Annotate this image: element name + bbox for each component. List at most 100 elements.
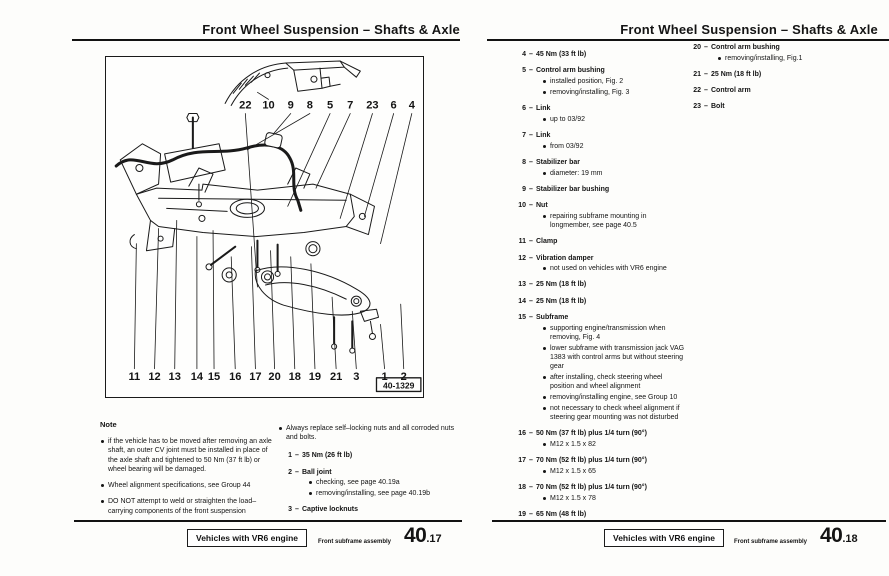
leader-line <box>250 246 256 370</box>
item-body: Stabilizer bar bushing <box>536 185 688 194</box>
leader-line <box>230 256 236 370</box>
page-number-right: 40 .18 <box>820 524 858 548</box>
callout-number: 21 <box>330 371 342 383</box>
item-label: Nut <box>536 202 548 210</box>
bullet-text: supporting engine/transmission when remo… <box>550 324 666 341</box>
item-label: 25 Nm (18 ft lb) <box>536 297 587 305</box>
bullet-dot <box>543 469 546 473</box>
item-dash: – <box>704 44 708 51</box>
note-bullet: DO NOT attempt to weld or straighten the… <box>100 497 278 516</box>
item-number: 12 <box>518 254 526 262</box>
item-bullet: lower subframe with transmission jack VA… <box>542 344 688 372</box>
bullet-dot <box>309 492 312 496</box>
item-label: 50 Nm (37 ft lb) plus 1/4 turn (90°) <box>536 430 647 438</box>
bullet-dot <box>543 326 546 330</box>
footer-caption-left: Front subframe assembly <box>318 539 392 545</box>
callout-number: 15 <box>208 371 220 383</box>
bullet-text: M12 x 1.5 x 78 <box>550 494 596 502</box>
note-section: Note if the vehicle has to be moved afte… <box>100 420 278 523</box>
item-label: Stabilizer bar bushing <box>536 185 610 193</box>
parts-item: 16–50 Nm (37 ft lb) plus 1/4 turn (90°)M… <box>512 429 688 449</box>
leader-line <box>290 256 296 370</box>
item-dash: – <box>529 483 533 491</box>
item-number: 22 <box>693 87 701 95</box>
page-number-minor: .17 <box>426 533 442 545</box>
item-bullet: M12 x 1.5 x 82 <box>542 440 688 449</box>
leader-line <box>351 310 357 370</box>
parts-item: 13–25 Nm (18 ft lb) <box>512 280 688 289</box>
callout-number: 5 <box>327 99 333 111</box>
bullet-text: removing/installing engine, see Group 10 <box>550 393 678 401</box>
item-dash: – <box>529 254 533 262</box>
leader-line <box>380 113 413 245</box>
item-number: 17 <box>518 457 526 464</box>
bullet-dot <box>543 442 546 446</box>
callout-number: 13 <box>169 371 181 383</box>
bullet-text: up to 03/92 <box>550 115 586 123</box>
bullet-text: from 03/92 <box>550 142 584 150</box>
parts-item: 3–Captive locknuts <box>278 505 462 514</box>
leader-line <box>339 113 373 219</box>
item-body: 70 Nm (52 ft lb) plus 1/4 turn (90°)M12 … <box>536 456 688 476</box>
item-number: 7 <box>522 131 526 139</box>
item-body: 45 Nm (33 ft lb) <box>536 50 688 59</box>
item-bullet: removing/installing engine, see Group 10 <box>542 393 688 402</box>
item-number: 18 <box>518 483 526 491</box>
item-number: 14 <box>518 297 526 305</box>
bullet-text: diameter: 19 mm <box>550 169 603 177</box>
item-bullet: checking, see page 40.19a <box>308 478 462 487</box>
item-number: 2 <box>288 468 292 476</box>
leader-line <box>315 113 351 189</box>
item-bullet: not used on vehicles with VR6 engine <box>542 264 688 273</box>
page-title-left: Front Wheel Suspension – Shafts & Axle <box>202 22 460 37</box>
item-number: 19 <box>518 510 526 518</box>
item-bullet: up to 03/92 <box>542 115 688 124</box>
callout-number: 17 <box>249 371 261 383</box>
bullet-text: M12 x 1.5 x 82 <box>550 440 596 448</box>
item-number: 20 <box>693 44 701 51</box>
bullet-dot <box>543 375 546 379</box>
item-number: 5 <box>522 67 526 75</box>
item-label: Bolt <box>711 103 725 111</box>
bullet-dot <box>543 144 546 148</box>
item-number: 15 <box>518 313 526 321</box>
item-dash: – <box>529 67 533 75</box>
callout-number: 16 <box>229 371 241 383</box>
item-number: 8 <box>522 158 526 166</box>
item-dash: – <box>529 430 533 438</box>
item-label: 65 Nm (48 ft lb) <box>536 510 587 518</box>
note-heading: Note <box>100 420 117 429</box>
header-rule-left <box>72 39 460 42</box>
item-bullet: not necessary to check wheel alignment i… <box>542 404 688 422</box>
vehicle-badge-text: Vehicles with VR6 engine <box>196 533 299 543</box>
item-bullet: after installing, check steering wheel p… <box>542 373 688 391</box>
item-bullet: diameter: 19 mm <box>542 169 688 178</box>
item-label: Clamp <box>536 238 558 246</box>
vehicle-badge-text: Vehicles with VR6 engine <box>613 533 716 543</box>
callout-number: 10 <box>262 99 274 111</box>
bullet-dot <box>279 427 282 430</box>
item-bullet: supporting engine/transmission when remo… <box>542 324 688 342</box>
longmember-inset <box>224 60 361 106</box>
item-label: Subframe <box>536 313 569 321</box>
item-number: 4 <box>522 51 526 58</box>
item-body: Clamp <box>536 237 688 246</box>
item-label: 25 Nm (18 ft lb) <box>711 70 762 78</box>
item-body: Control arm <box>711 86 867 95</box>
figure-id: 40-1329 <box>383 380 415 390</box>
parts-item: 21–25 Nm (18 ft lb) <box>687 70 867 79</box>
item-bullet: repairing subframe mounting in longmembe… <box>542 212 688 230</box>
item-bullet: installed position, Fig. 2 <box>542 77 688 86</box>
item-body: 25 Nm (18 ft lb) <box>536 297 688 306</box>
item-dash: – <box>529 510 533 518</box>
item-dash: – <box>529 281 533 289</box>
leader-line <box>174 220 178 370</box>
